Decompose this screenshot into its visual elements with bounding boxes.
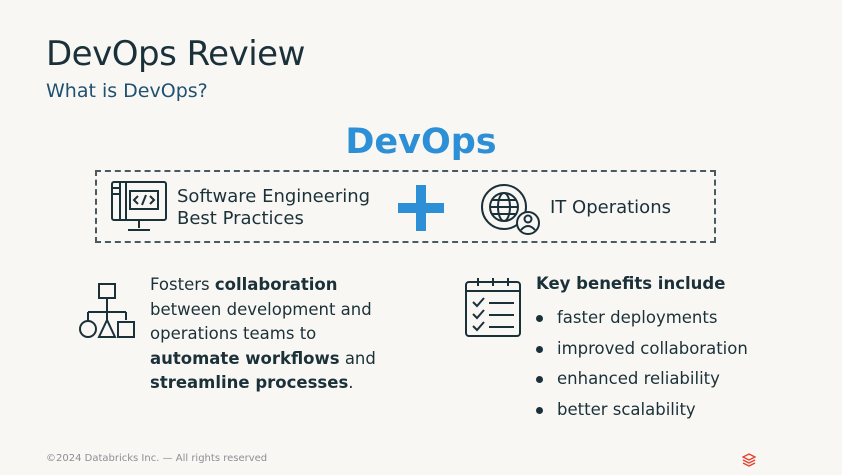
bullet-icon xyxy=(536,376,543,384)
slide-subtitle: What is DevOps? xyxy=(46,80,208,102)
software-engineering-label-line1: Software Engineering xyxy=(177,186,371,207)
footer-copyright: ©2024 Databricks Inc. — All rights reser… xyxy=(46,453,268,464)
databricks-logo-icon xyxy=(741,452,757,471)
bullet-icon xyxy=(536,345,543,353)
checklist-calendar-icon xyxy=(464,276,522,342)
slide-title: DevOps Review xyxy=(46,34,305,74)
software-engineering-label: Software Engineering Best Practices xyxy=(177,186,370,230)
benefit-item: better scalability xyxy=(536,395,748,426)
bullet-icon xyxy=(536,406,543,414)
plus-icon xyxy=(398,185,444,235)
workflow-diagram-icon xyxy=(78,282,136,344)
software-engineering-label-line2: Best Practices xyxy=(177,208,304,229)
benefit-item: enhanced reliability xyxy=(536,364,748,395)
benefits-heading: Key benefits include xyxy=(536,274,726,293)
benefit-item: improved collaboration xyxy=(536,334,748,365)
benefits-list: faster deployments improved collaboratio… xyxy=(536,303,748,426)
benefit-item: faster deployments xyxy=(536,303,748,334)
description-paragraph: Fosters collaboration between developmen… xyxy=(150,275,376,392)
devops-heading: DevOps xyxy=(345,122,497,162)
bullet-icon xyxy=(536,314,543,322)
globe-user-icon xyxy=(480,182,542,242)
code-monitor-icon xyxy=(110,180,168,240)
it-operations-label: IT Operations xyxy=(550,197,671,218)
equation-box xyxy=(95,170,716,243)
